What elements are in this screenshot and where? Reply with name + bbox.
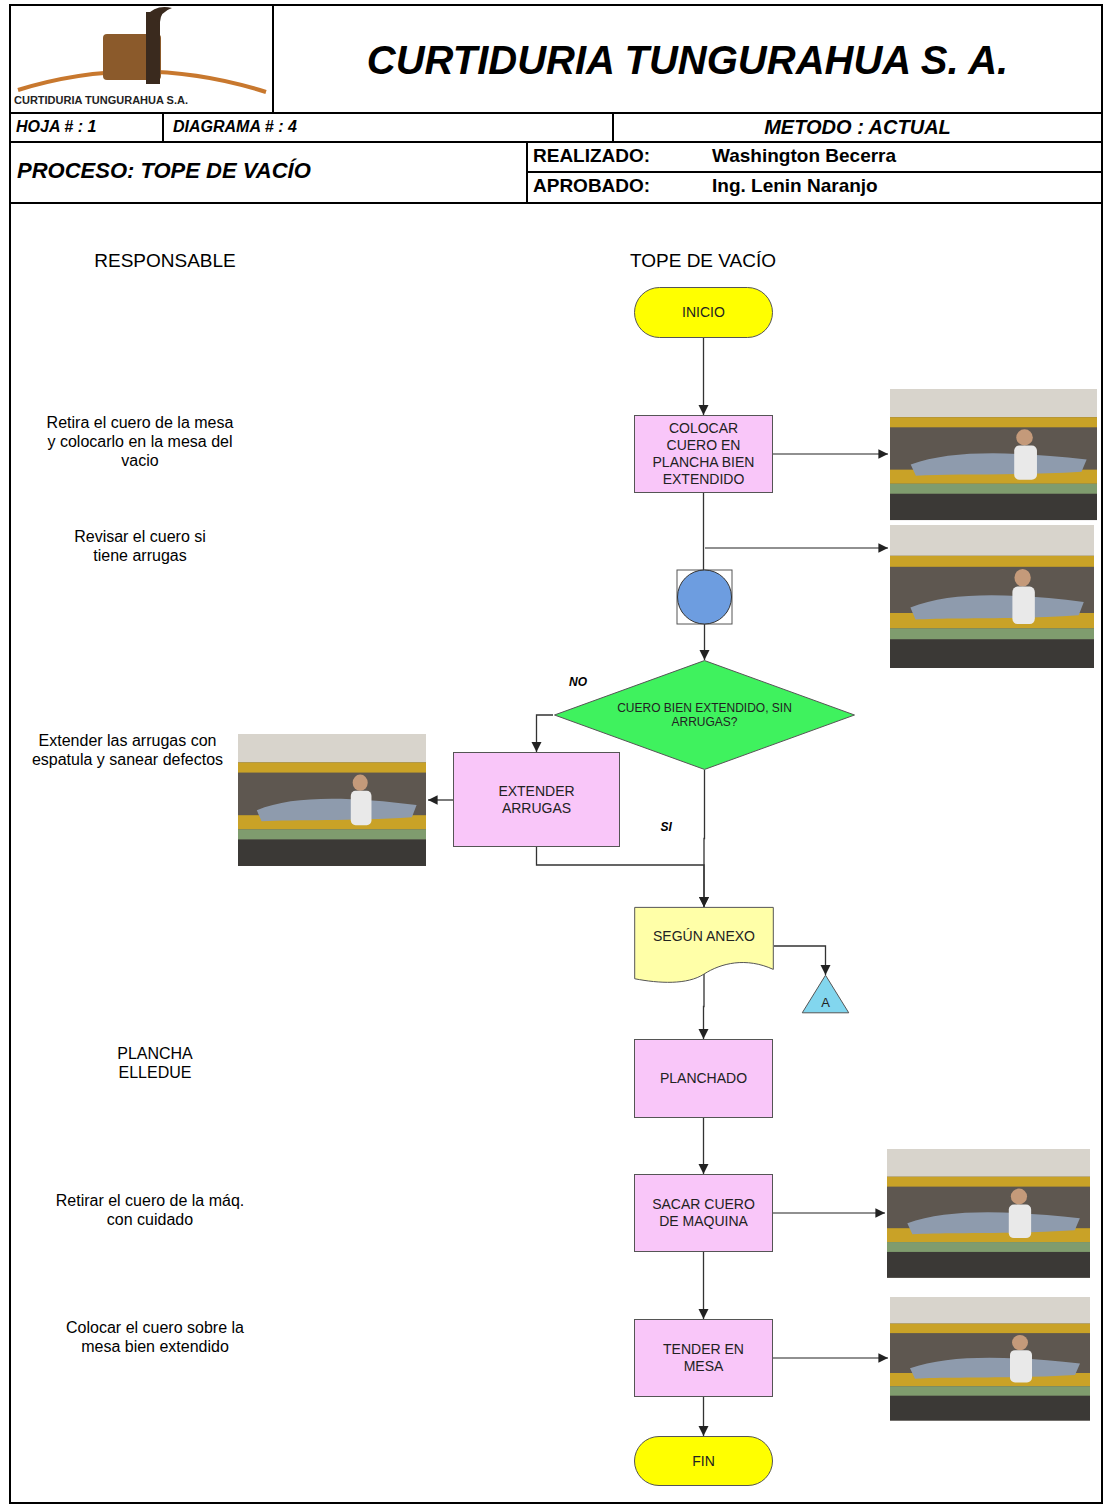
field-value: Ing. Lenin Naranjo: [712, 175, 1097, 198]
column-heading: RESPONSABLE: [60, 250, 270, 273]
start-terminal: INICIO: [634, 287, 773, 338]
process-box: TENDER EN MESA: [634, 1319, 773, 1397]
diagram-number: DIAGRAMA # : 4: [173, 117, 603, 136]
node-text: A: [821, 995, 830, 1011]
field-value: Washington Becerra: [712, 145, 1097, 168]
column-heading: TOPE DE VACÍO: [598, 250, 808, 273]
responsible-note: Extender las arrugas con espatula y sane…: [25, 731, 230, 769]
inspection-circle: [678, 570, 732, 624]
node-text: PLANCHADO: [660, 1070, 747, 1087]
responsible-note: Colocar el cuero sobre la mesa bien exte…: [55, 1318, 255, 1356]
photo: [238, 389, 1097, 1421]
flow-connector: [703, 1118, 704, 1174]
form-frame: [10, 5, 1102, 1503]
process-box: PLANCHADO: [634, 1039, 773, 1118]
page-title: CURTIDURIA TUNGURAHUA S. A.: [273, 36, 1102, 84]
node-text: SEGÚN ANEXO: [653, 928, 755, 945]
field-label: REALIZADO:: [533, 145, 703, 168]
flow-connector: [774, 946, 826, 975]
process-box: EXTENDER ARRUGAS: [453, 752, 620, 847]
node-text: SACAR CUERO DE MAQUINA: [643, 1196, 765, 1230]
method-label: METODO : ACTUAL: [613, 115, 1102, 139]
responsible-note: Retira el cuero de la mesa y colocarlo e…: [45, 413, 235, 471]
logo-text: CURTIDURIA TUNGURAHUA S.A.: [14, 94, 264, 107]
node-text: COLOCAR CUERO EN PLANCHA BIEN EXTENDIDO: [643, 420, 765, 487]
flow-connector: [537, 847, 705, 907]
process-box: SACAR CUERO DE MAQUINA: [634, 1174, 773, 1252]
document-outline: [635, 907, 774, 982]
flow-connector: [703, 1397, 704, 1436]
node-text: INICIO: [682, 304, 725, 321]
node-text: EXTENDER ARRUGAS: [464, 783, 610, 817]
flow-connector: [703, 1252, 704, 1319]
company-logo: [18, 7, 266, 92]
sheet-number: HOJA # : 1: [16, 117, 161, 136]
node-text: CUERO BIEN EXTENDIDO, SIN ARRUGAS?: [605, 701, 804, 730]
triangle-outline: [802, 975, 849, 1013]
connector-triangle: A: [802, 975, 849, 1013]
connector-label: SI: [659, 820, 674, 834]
flow-connector: [703, 974, 705, 1039]
field-label: APROBADO:: [533, 175, 703, 198]
responsible-note: PLANCHA ELLEDUE: [95, 1044, 215, 1082]
photo-leader: [428, 454, 888, 1358]
node-text: TENDER EN MESA: [643, 1341, 765, 1375]
document-shape-outline: [634, 907, 774, 985]
document-shape: SEGÚN ANEXO: [634, 907, 774, 985]
inspection-frame: [677, 570, 732, 624]
node-text: FIN: [692, 1453, 715, 1470]
process-box: COLOCAR CUERO EN PLANCHA BIEN EXTENDIDO: [634, 415, 773, 493]
flow-connector: [537, 715, 554, 752]
flow-connector: [703, 338, 704, 415]
process-name: PROCESO: TOPE DE VACÍO: [17, 158, 522, 184]
responsible-note: Revisar el cuero si tiene arrugas: [55, 527, 225, 565]
end-terminal: FIN: [634, 1436, 773, 1486]
responsible-note: Retirar el cuero de la máq. con cuidado: [45, 1191, 255, 1229]
connector-label: NO: [567, 675, 589, 689]
